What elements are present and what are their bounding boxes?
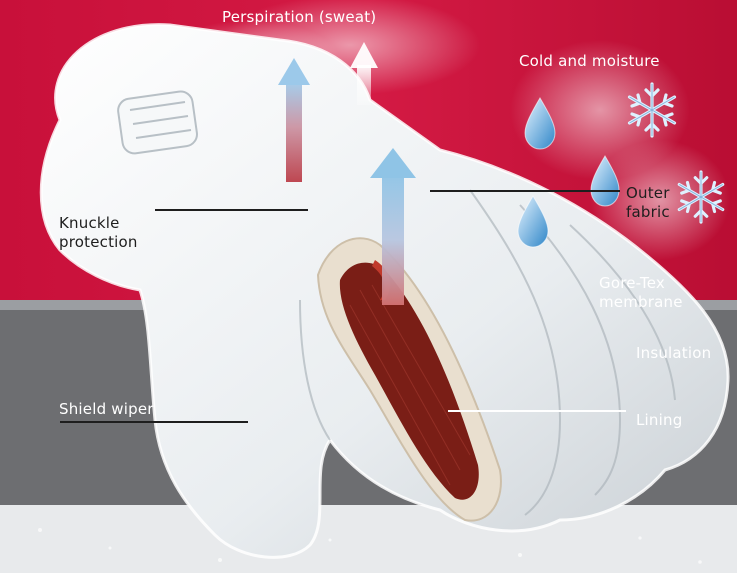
label-cold-and-moisture: Cold and moisture (519, 52, 660, 71)
label-lining: Lining (636, 411, 682, 430)
label-perspiration: Perspiration (sweat) (222, 8, 376, 27)
label-insulation: Insulation (636, 344, 711, 363)
label-gore-tex-membrane: Gore-Tex membrane (599, 274, 683, 312)
label-shield-wiper: Shield wiper (59, 400, 154, 419)
label-outer-fabric: Outer fabric (626, 184, 670, 222)
label-knuckle-protection: Knuckle protection (59, 214, 138, 252)
